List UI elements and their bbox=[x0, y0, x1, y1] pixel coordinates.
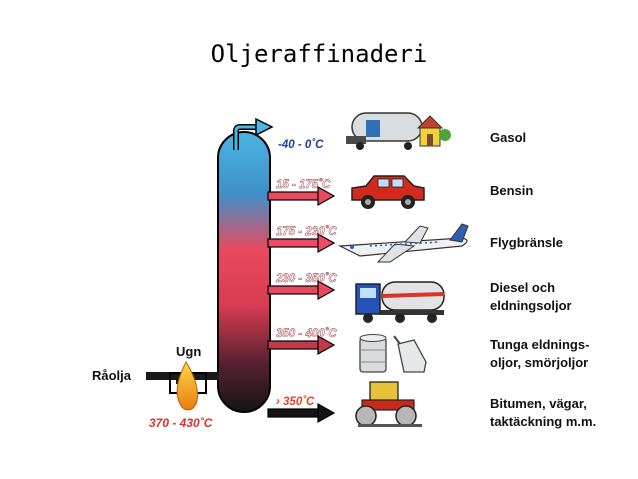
furnace-label: Ugn bbox=[176, 344, 201, 359]
fraction-arrow bbox=[267, 279, 336, 301]
product-name: Bitumen, vägar, bbox=[490, 396, 587, 411]
diagram-labels: Råolja Ugn 370 - 430˚C -40 - 0˚C Gasol 15 … bbox=[92, 130, 596, 430]
product-name: Bensin bbox=[490, 183, 533, 198]
fraction-temperature: 350 - 400˚C bbox=[276, 328, 337, 340]
product-name: Gasol bbox=[490, 130, 526, 145]
fraction-arrow bbox=[267, 402, 336, 424]
gas-tanker-with-house-icon bbox=[346, 112, 451, 150]
road-roller-icon bbox=[355, 381, 422, 427]
fraction-temperature: -40 - 0˚C bbox=[278, 139, 324, 151]
flame-icon bbox=[176, 360, 199, 411]
top-outlet-arrow bbox=[233, 117, 274, 150]
furnace bbox=[169, 360, 207, 411]
fraction-temperature: › 350˚C bbox=[276, 396, 315, 408]
feed-label: Råolja bbox=[92, 368, 132, 383]
product-name: Tunga eldnings- bbox=[490, 337, 589, 352]
product-name-line2: eldningsoljor bbox=[490, 298, 572, 313]
fraction-arrows bbox=[267, 185, 336, 424]
fraction-temperature: 230 - 350˚C bbox=[275, 273, 337, 285]
product-name-line2: oljor, smörjoljor bbox=[490, 355, 588, 370]
fraction-temperature: 175 - 230˚C bbox=[276, 226, 337, 238]
tanker-truck-icon bbox=[355, 281, 445, 323]
product-icons bbox=[337, 112, 469, 427]
oil-barrel-and-can-icon bbox=[359, 334, 427, 373]
fraction-arrow bbox=[267, 185, 336, 207]
fraction-temperature: 15 - 175˚C bbox=[276, 179, 331, 191]
fraction-arrow bbox=[267, 232, 336, 254]
fraction-arrow bbox=[267, 334, 336, 356]
slide-title: Oljeraffinaderi bbox=[210, 40, 428, 68]
red-car-icon bbox=[351, 175, 425, 209]
distillation-column bbox=[217, 131, 271, 413]
product-name: Flygbränsle bbox=[490, 235, 563, 250]
furnace-temp: 370 - 430˚C bbox=[149, 416, 213, 430]
product-name-line2: taktäckning m.m. bbox=[490, 414, 596, 429]
airplane-icon bbox=[337, 223, 469, 263]
product-name: Diesel och bbox=[490, 280, 555, 295]
